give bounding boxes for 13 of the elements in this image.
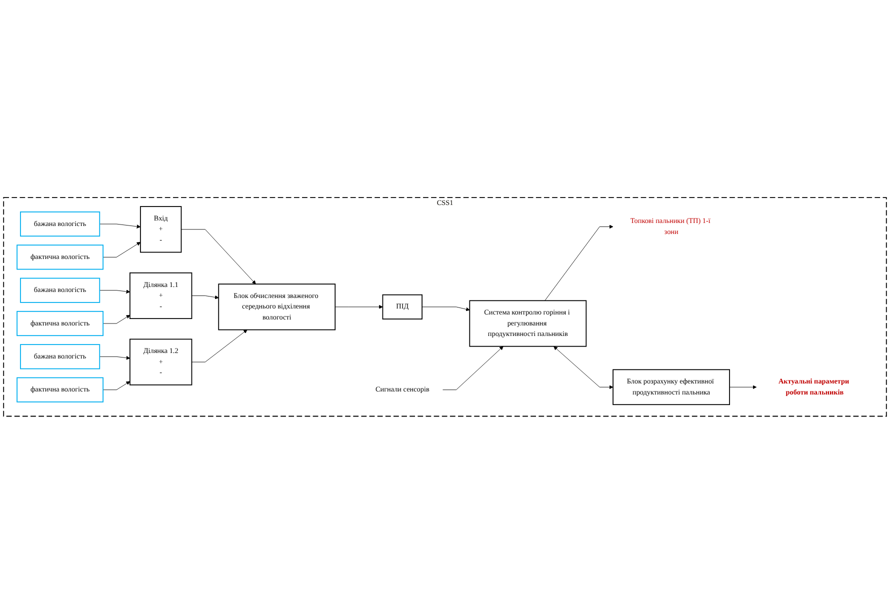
node-box bbox=[469, 300, 587, 347]
node-box bbox=[140, 206, 182, 253]
node-box bbox=[382, 294, 423, 320]
node-box bbox=[218, 284, 336, 330]
node-box bbox=[20, 344, 100, 370]
node-box bbox=[612, 369, 730, 406]
node-box bbox=[16, 377, 104, 402]
node-box bbox=[16, 311, 104, 336]
node-box bbox=[20, 278, 100, 303]
node-box bbox=[20, 212, 100, 237]
node-box bbox=[130, 338, 192, 386]
node-box bbox=[16, 244, 104, 270]
node-box bbox=[130, 272, 192, 320]
